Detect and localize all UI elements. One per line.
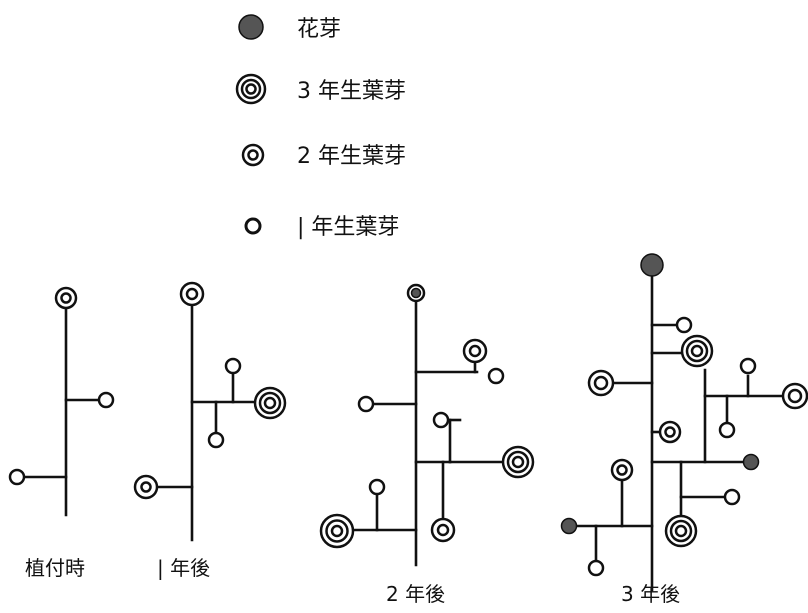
legend-label-flower-bud: 花芽: [297, 17, 341, 42]
stage-planting: 植付時: [8, 286, 115, 580]
leaf-bud-3-year: [680, 334, 714, 368]
flower-bud: [560, 517, 578, 535]
leaf-bud-2-year: [610, 458, 634, 482]
stage-label-year2: 2 年後: [386, 582, 445, 606]
legend-label-leaf-bud-2: 2 年生葉芽: [297, 144, 406, 169]
leaf-bud-2-year: [406, 283, 426, 303]
leaf-bud-1-year: [368, 478, 386, 496]
leaf-bud-1-year: [675, 316, 693, 334]
leaf-bud-1-year: [487, 367, 505, 385]
leaf-bud-3-year: [664, 514, 698, 548]
leaf-bud-1-year: [224, 357, 242, 375]
leaf-bud-1-year: [432, 411, 450, 429]
leaf-bud-2-year-icon: [241, 143, 265, 167]
leaf-bud-1-year-icon: [244, 217, 262, 235]
leaf-bud-1-year: [97, 391, 115, 409]
legend: 花芽 3 年生葉芽 2 年生葉芽 | 年生葉芽: [235, 14, 406, 240]
stage-label-planting: 植付時: [25, 556, 85, 580]
stage-year2: 2 年後: [319, 283, 535, 606]
stage-label-year1: | 年後: [157, 556, 210, 580]
stage-year2-branches: [352, 298, 507, 567]
stage-year3-branches: [573, 273, 785, 592]
leaf-bud-2-year: [587, 369, 615, 397]
legend-leaf-bud-2: 2 年生葉芽: [241, 143, 406, 169]
leaf-bud-1-year: [357, 395, 375, 413]
leaf-bud-1-year: [8, 468, 26, 486]
leaf-bud-3-year-icon: [235, 73, 267, 105]
flower-bud: [742, 453, 760, 471]
leaf-bud-1-year: [587, 559, 605, 577]
leaf-bud-3-year: [253, 386, 287, 420]
stage-year1: | 年後: [133, 281, 287, 580]
leaf-bud-1-year: [739, 357, 757, 375]
leaf-bud-3-year: [319, 513, 355, 549]
flower-bud: [640, 253, 664, 277]
legend-leaf-bud-3: 3 年生葉芽: [235, 73, 406, 105]
flower-bud-icon: [238, 14, 264, 40]
leaf-bud-2-year: [54, 286, 78, 310]
leaf-bud-1-year: [207, 431, 225, 449]
leaf-bud-2-year: [133, 474, 159, 500]
leaf-bud-3-year: [501, 445, 535, 479]
leaf-bud-2-year: [430, 517, 456, 543]
leaf-bud-2-year: [781, 382, 808, 410]
legend-label-leaf-bud-1: | 年生葉芽: [297, 215, 399, 240]
legend-label-leaf-bud-3: 3 年生葉芽: [297, 79, 406, 104]
legend-leaf-bud-1: | 年生葉芽: [244, 215, 399, 240]
stage-label-year3: 3 年後: [621, 582, 680, 606]
legend-flower-bud: 花芽: [238, 14, 341, 42]
leaf-bud-2-year: [462, 338, 488, 364]
leaf-bud-1-year: [723, 488, 741, 506]
stage-planting-branches: [23, 308, 100, 517]
leaf-bud-2-year: [658, 420, 682, 444]
leaf-bud-1-year: [718, 421, 736, 439]
stage-year3: 3 年後: [560, 253, 808, 606]
stage-year1-branches: [152, 304, 256, 542]
leaf-bud-2-year: [179, 281, 205, 307]
